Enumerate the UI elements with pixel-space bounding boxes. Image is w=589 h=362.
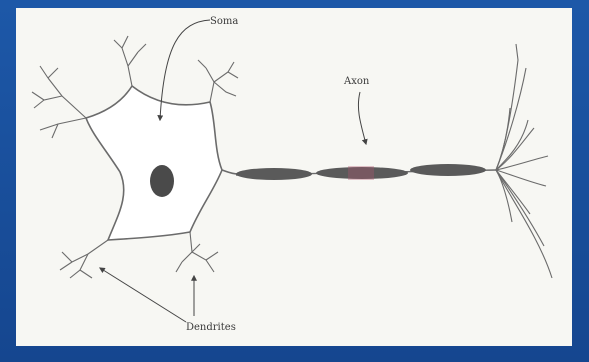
axon-arrow: [358, 92, 366, 144]
axon-terminals: [496, 44, 552, 278]
axon: [236, 164, 496, 180]
axon-label: Axon: [343, 76, 370, 87]
dendrites-arrow-left: [100, 268, 186, 322]
soma-body: [86, 86, 222, 240]
axon-highlight: [348, 166, 374, 180]
myelin-segment-1: [236, 168, 312, 180]
dendrites-label: Dendrites: [186, 322, 236, 333]
axon-hillock: [222, 170, 238, 174]
soma-label: Soma: [210, 16, 238, 27]
nucleus: [150, 165, 174, 197]
myelin-segment-3: [410, 164, 486, 176]
